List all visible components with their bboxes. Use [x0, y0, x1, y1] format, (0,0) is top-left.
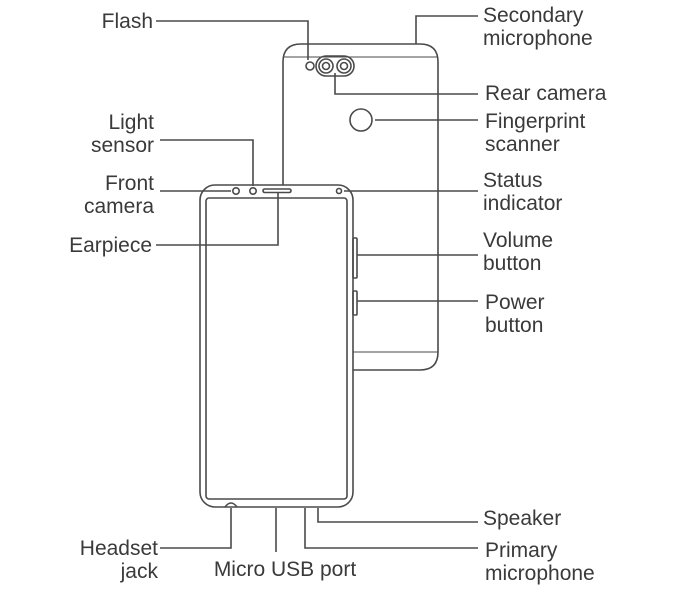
secondary-microphone-callout	[415, 15, 478, 44]
rear-camera-lens-1-icon	[318, 58, 334, 74]
flash-callout	[156, 20, 309, 60]
rear-camera-callout	[334, 73, 478, 95]
headset-jack-callout	[160, 508, 232, 549]
phone-back-body	[282, 43, 439, 371]
primary-microphone-label: Primary microphone	[485, 539, 595, 585]
fingerprint-scanner-label: Fingerprint scanner	[485, 110, 586, 156]
earpiece-slot	[262, 188, 292, 194]
rear-camera-lens-2-icon	[336, 58, 352, 74]
power-button-shape	[352, 290, 358, 316]
status-indicator-label: Status indicator	[483, 169, 563, 215]
primary-microphone-callout	[304, 508, 478, 549]
front-camera-label: Front camera	[83, 172, 154, 218]
rear-camera-lens-2-inner	[339, 61, 349, 71]
front-camera-icon	[232, 187, 241, 196]
status-indicator-icon	[335, 187, 343, 195]
headset-jack-icon	[224, 502, 238, 508]
flash-label: Flash	[101, 10, 153, 33]
earpiece-label: Earpiece	[69, 234, 152, 257]
light-sensor-callout	[160, 139, 254, 186]
secondary-microphone-label: Secondary microphone	[483, 4, 593, 50]
callout-lines	[156, 15, 478, 552]
headset-jack-label: Headset jack	[79, 537, 158, 583]
phone-front	[199, 184, 358, 508]
light-sensor-icon	[249, 187, 258, 196]
micro-usb-port-label: Micro USB port	[213, 558, 357, 581]
volume-button-shape	[352, 237, 358, 279]
earpiece-callout	[156, 193, 279, 246]
phone-front-body	[199, 184, 354, 508]
rear-camera-label: Rear camera	[485, 82, 607, 105]
volume-button-label: Volume button	[483, 229, 554, 275]
speaker-label: Speaker	[483, 507, 562, 530]
light-sensor-label: Light sensor	[90, 111, 154, 157]
fingerprint-scanner-icon	[349, 108, 373, 132]
power-button-label: Power button	[485, 291, 545, 337]
rear-camera-lens-1-inner	[321, 61, 331, 71]
speaker-callout	[317, 508, 478, 523]
phone-front-screen	[205, 197, 348, 500]
rear-flash-icon	[305, 61, 315, 71]
